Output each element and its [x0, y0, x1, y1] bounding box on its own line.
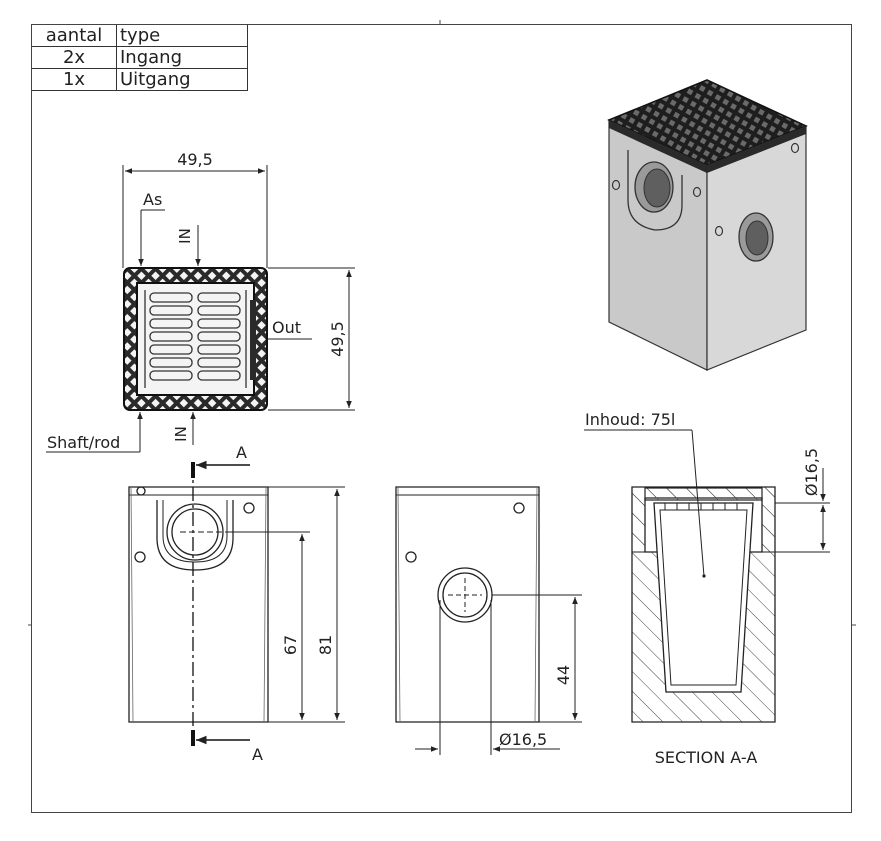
label-as: As	[143, 190, 162, 209]
section-letter-bottom: A	[252, 745, 263, 764]
section-dim-diameter-label: Ø16,5	[802, 448, 821, 496]
grate-side-bar	[250, 300, 256, 380]
iso-hole	[692, 186, 702, 198]
label-in-top: IN	[176, 228, 194, 244]
front-view: A A 67 81	[128, 443, 345, 764]
isometric-view	[607, 79, 808, 371]
side-body	[395, 486, 540, 723]
iso-hole	[714, 225, 724, 237]
side-view: 44 Ø16,5	[395, 486, 582, 755]
bucket-teeth	[664, 503, 738, 510]
section-bucket	[653, 502, 754, 693]
bom-table: aantal type 2x Ingang 1x Uitgang	[31, 24, 248, 91]
leader-content	[691, 429, 705, 577]
side-dim-diameter-label: Ø16,5	[499, 730, 547, 749]
front-inlet-outer	[166, 503, 224, 561]
iso-hole	[790, 142, 800, 154]
label-content: Inhoud: 75l	[585, 410, 675, 429]
label-shaft: Shaft/rod	[47, 433, 120, 452]
side-hole-left	[405, 551, 417, 563]
cell-qty: 1x	[31, 68, 117, 91]
iso-hole	[611, 179, 621, 191]
label-in-bottom: IN	[172, 426, 190, 442]
grate-inner	[136, 282, 255, 396]
dim-81-label: 81	[316, 635, 335, 655]
dim-width-label: 49,5	[177, 150, 213, 169]
dim-67-label: 67	[281, 635, 300, 655]
front-u-channel	[156, 500, 234, 571]
section-grate	[644, 487, 763, 501]
side-hole-right	[513, 502, 525, 514]
grate-slots	[144, 290, 247, 388]
top-view: 49,5 49,5 As IN IN Out Shaft/rod	[46, 150, 355, 453]
table-row: 1x Uitgang	[31, 68, 248, 91]
section-letter-top: A	[236, 443, 247, 462]
cell-type: Uitgang	[116, 68, 248, 91]
iso-u-channel	[627, 150, 683, 231]
front-hole-left	[134, 551, 146, 563]
front-pin	[136, 486, 146, 496]
frame-ticks	[28, 20, 856, 626]
dim-height-label: 49,5	[328, 321, 347, 357]
dim-44-label: 44	[554, 665, 573, 685]
front-body	[128, 486, 269, 723]
section-view: Inhoud: 75l Ø16,5 SECTION A-A	[584, 410, 830, 767]
side-outlet-inner	[442, 572, 488, 618]
front-hole-right	[243, 502, 255, 514]
label-out: Out	[272, 318, 301, 337]
section-title: SECTION A-A	[655, 748, 758, 767]
header-qty: aantal	[31, 24, 117, 47]
